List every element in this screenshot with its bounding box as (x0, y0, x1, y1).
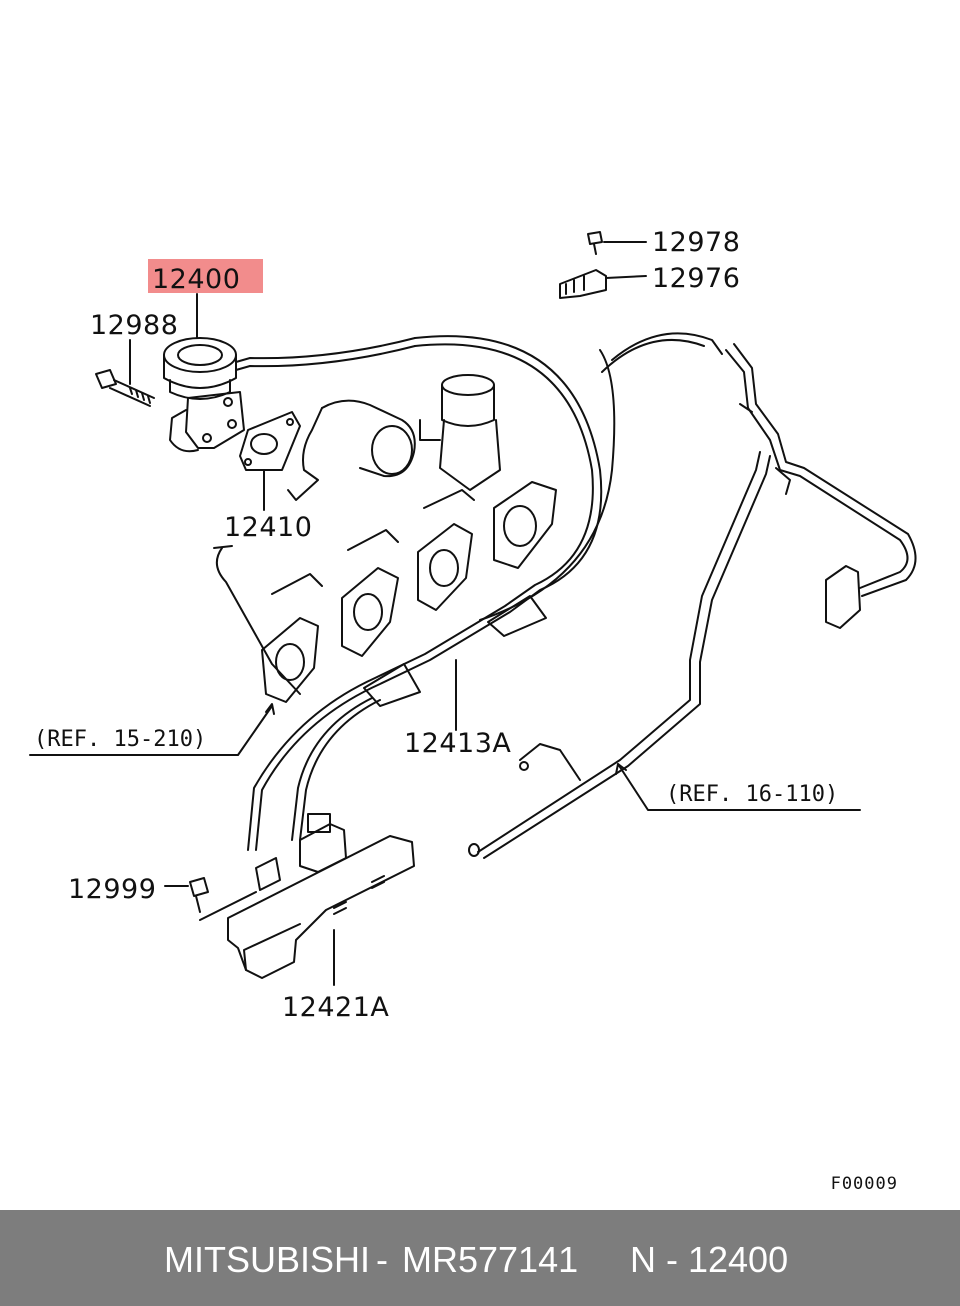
reference-leaders (29, 703, 861, 811)
parts-diagram: 12400 12988 12978 12976 12410 12413A 129… (29, 227, 917, 1194)
solenoid-bracket-drawing (227, 813, 415, 986)
part-label-12413a[interactable]: 12413A (404, 728, 512, 759)
egr-valve-drawing (163, 293, 416, 453)
manifold-drawing (213, 374, 557, 703)
part-label-12410[interactable]: 12410 (224, 512, 313, 543)
footer-group: N - 12400 (630, 1239, 789, 1280)
part-label-12421a[interactable]: 12421A (282, 992, 390, 1023)
footer-bar: MITSUBISHI - MR577141 N - 12400 (0, 1210, 960, 1306)
reference-15-210: (REF. 15-210) (34, 727, 207, 752)
footer-part-number: MR577141 (402, 1239, 579, 1280)
reference-16-110: (REF. 16-110) (666, 782, 839, 807)
part-label-12978[interactable]: 12978 (652, 227, 741, 258)
diagram-drawing (29, 231, 917, 986)
figure-code: F00009 (830, 1174, 898, 1194)
vacuum-pipe-drawing (468, 332, 917, 859)
part-label-12400[interactable]: 12400 (152, 264, 241, 295)
part-label-12999[interactable]: 12999 (68, 874, 157, 905)
highlight-box-12400 (148, 259, 263, 293)
gasket-12410-drawing (239, 411, 301, 511)
hoses-12413a-drawing (247, 335, 616, 851)
footer-separator: - (376, 1239, 388, 1280)
bolt-12999-drawing (164, 877, 257, 921)
bolt-12988-drawing (95, 339, 155, 407)
part-label-12976[interactable]: 12976 (652, 263, 741, 294)
part-label-12988[interactable]: 12988 (90, 310, 179, 341)
footer-brand: MITSUBISHI (164, 1239, 371, 1280)
bolt-12978-drawing (587, 231, 647, 255)
clip-12976-drawing (559, 269, 647, 299)
